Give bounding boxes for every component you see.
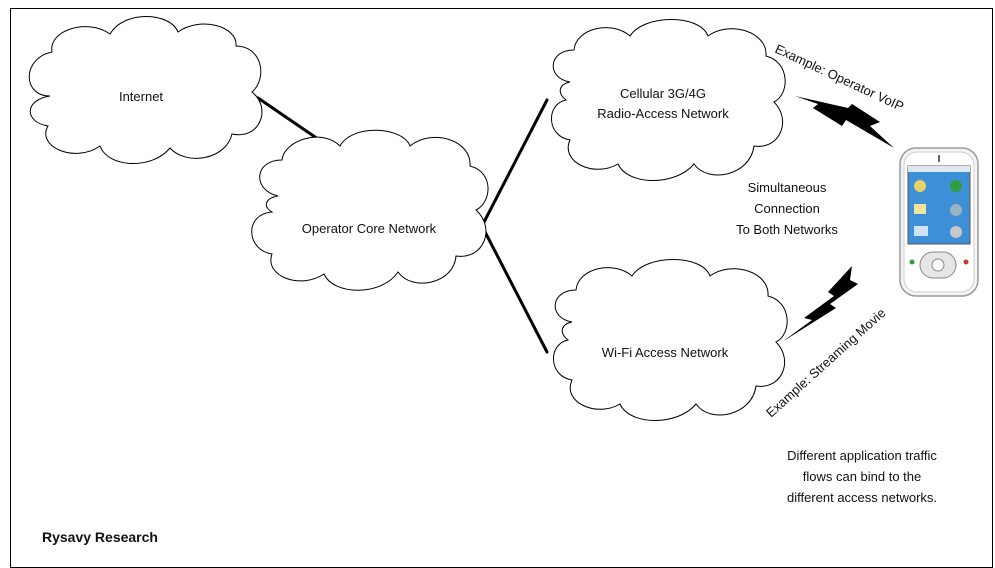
simultaneous-line3: To Both Networks (736, 222, 838, 237)
movie-lightning-bolt-icon (782, 266, 858, 342)
core-cellular-link (480, 98, 549, 228)
note-line3: different access networks. (787, 490, 937, 505)
core-wifi-link (480, 224, 549, 354)
note-line2: flows can bind to the (803, 469, 922, 484)
cellular-label-line2: Radio-Access Network (597, 106, 729, 121)
wifi-label: Wi-Fi Access Network (602, 345, 729, 360)
cellular-cloud (551, 19, 786, 181)
network-diagram: Internet Operator Core Network Cellular … (28, 16, 979, 545)
simultaneous-line1: Simultaneous (748, 180, 827, 195)
voip-example-label: Example: Operator VoIP (773, 41, 906, 114)
core-cloud (251, 129, 489, 291)
credit-label: Rysavy Research (42, 529, 158, 545)
wifi-cloud (553, 259, 788, 421)
internet-label: Internet (119, 89, 163, 104)
smartphone-icon (899, 147, 979, 297)
simultaneous-line2: Connection (754, 201, 820, 216)
note-line1: Different application traffic (787, 448, 937, 463)
cellular-label-line1: Cellular 3G/4G (620, 86, 706, 101)
core-label: Operator Core Network (302, 221, 437, 236)
voip-lightning-bolt-icon (795, 96, 894, 148)
internet-cloud (28, 16, 263, 164)
